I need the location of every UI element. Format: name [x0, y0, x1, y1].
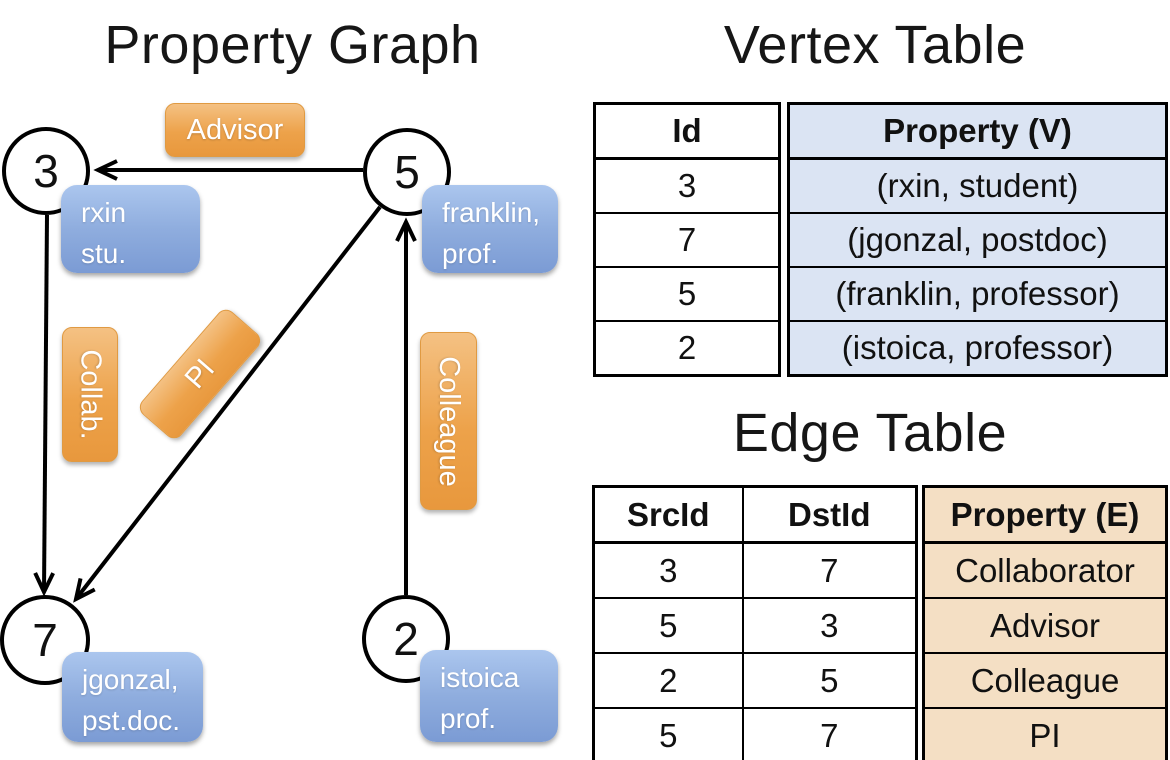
graph-edges-layer [33, 159, 417, 603]
vertex-property-line: rxin [81, 197, 127, 228]
edge-table-cell-property: Advisor [922, 597, 1168, 654]
vertex-property-line: stu. [81, 237, 127, 269]
edge-line-collab-3-to-7 [33, 214, 55, 597]
node-circle-2: 2 [362, 595, 450, 683]
vertex-property-box-jgonzal: jgonzal, pst.doc. [62, 652, 203, 742]
edge-table-cell-dstid: 7 [741, 707, 918, 760]
vertex-property-line: prof. [442, 237, 499, 269]
edge-table-cell-property: PI [922, 707, 1168, 760]
edge-table-cell-srcid: 5 [592, 597, 744, 654]
vertex-table-cell-property: (istoica, professor) [787, 320, 1168, 377]
property-graph-title: Property Graph [104, 15, 481, 75]
vertex-property-box-franklin: franklin, prof. [422, 185, 558, 273]
node-id-2: 2 [393, 613, 419, 665]
vertex-table-id-column: Id 3 7 5 2 [593, 102, 781, 377]
edge-table-property-column: Property (E) Collaborator Advisor Collea… [922, 485, 1168, 760]
edge-label-collab: Collab. [62, 327, 118, 462]
edge-label-colleague-text: Colleague [433, 355, 466, 487]
edge-label-collab-text: Collab. [74, 349, 107, 440]
edge-table-cell-srcid: 3 [592, 541, 744, 599]
vertex-property-line: pst.doc. [82, 704, 181, 736]
vertex-table-cell-property: (jgonzal, postdoc) [787, 212, 1168, 268]
vertex-table-cell-id: 7 [593, 212, 781, 268]
node-id-7: 7 [32, 614, 58, 666]
edge-table-cell-property: Colleague [922, 652, 1168, 709]
edge-table-header-srcid: SrcId [592, 485, 744, 544]
node-id-5: 5 [394, 146, 420, 198]
edge-table-cell-srcid: 2 [592, 652, 744, 709]
edge-label-advisor-text: Advisor [186, 113, 284, 146]
edge-table-src-dst-columns: SrcId DstId 3 7 5 3 2 5 5 7 [592, 485, 918, 760]
vertex-table-cell-id: 2 [593, 320, 781, 377]
edge-table-cell-dstid: 7 [741, 541, 918, 599]
vertex-table-title: Vertex Table [723, 15, 1027, 75]
edge-table-title: Edge Table [732, 403, 1008, 463]
edge-table-cell-srcid: 5 [592, 707, 744, 760]
vertex-property-line: istoica [440, 662, 520, 693]
edge-table-header-property: Property (E) [922, 485, 1168, 544]
vertex-property-box-rxin: rxin stu. [61, 185, 200, 273]
vertex-property-box-istoica: istoica prof. [420, 650, 558, 742]
vertex-table-cell-property: (franklin, professor) [787, 266, 1168, 322]
vertex-table-cell-id: 3 [593, 157, 781, 214]
node-id-3: 3 [33, 145, 59, 197]
vertex-table-property-column: Property (V) (rxin, student) (jgonzal, p… [787, 102, 1168, 377]
edge-table-cell-property: Collaborator [922, 541, 1168, 599]
edge-table-cell-dstid: 3 [741, 597, 918, 654]
vertex-table-header-id: Id [593, 102, 781, 160]
vertex-property-line: jgonzal, [82, 664, 179, 695]
edge-table-header-dstid: DstId [741, 485, 918, 544]
vertex-table-cell-property: (rxin, student) [787, 157, 1168, 214]
vertex-table-header-property: Property (V) [787, 102, 1168, 160]
edge-label-advisor: Advisor [165, 103, 305, 157]
edge-table-cell-dstid: 5 [741, 652, 918, 709]
vertex-table-cell-id: 5 [593, 266, 781, 322]
node-circle-5: 5 [363, 128, 451, 216]
vertex-property-line: prof. [440, 702, 497, 734]
edge-label-colleague: Colleague [420, 332, 477, 510]
edge-label-pi-text: PI [178, 352, 221, 395]
edge-line-pi-5-to-7 [73, 205, 382, 603]
vertex-property-line: franklin, [442, 197, 541, 228]
